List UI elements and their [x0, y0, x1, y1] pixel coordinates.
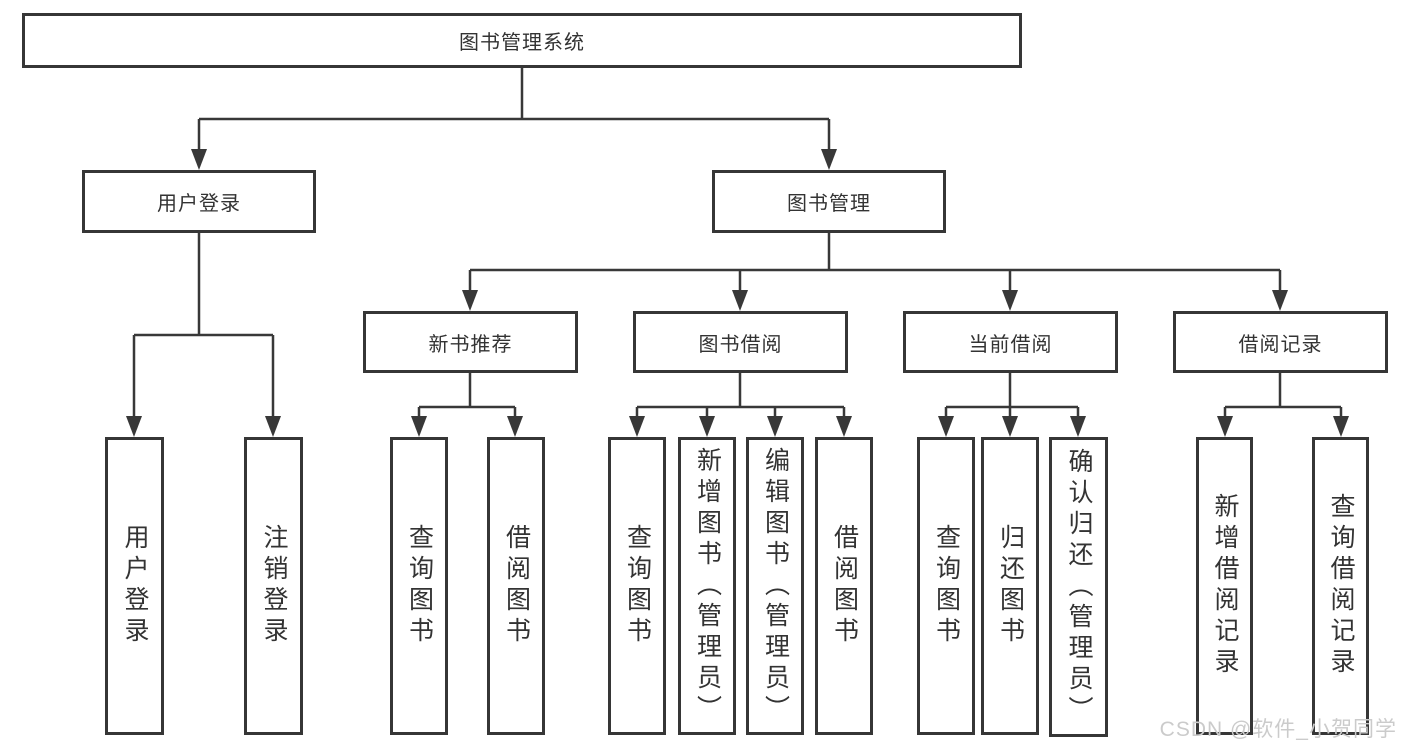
- leaf-edit-books-admin: 编辑图书（管理员）: [746, 437, 804, 735]
- connector-group-records: [1217, 373, 1349, 437]
- arrow-down-icon: [411, 416, 427, 437]
- leaf-query-books-2: 查询图书: [608, 437, 666, 735]
- arrow-down-icon: [836, 416, 852, 437]
- connector-group-current: [938, 373, 1086, 437]
- node-system-root: 图书管理系统: [22, 13, 1022, 68]
- arrow-down-icon: [938, 416, 954, 437]
- arrow-down-icon: [191, 149, 207, 170]
- leaf-add-borrow-record: 新增借阅记录: [1196, 437, 1253, 735]
- leaf-return-books: 归还图书: [981, 437, 1039, 735]
- arrow-down-icon: [629, 416, 645, 437]
- watermark: CSDN @软件_小贺同学: [1159, 718, 1397, 741]
- node-book-management: 图书管理: [712, 170, 946, 233]
- leaf-query-books-1: 查询图书: [390, 437, 448, 735]
- arrow-down-icon: [821, 149, 837, 170]
- arrow-down-icon: [1002, 416, 1018, 437]
- leaf-borrow-books-2: 借阅图书: [815, 437, 873, 735]
- leaf-query-books-3: 查询图书: [917, 437, 975, 735]
- arrow-down-icon: [507, 416, 523, 437]
- arrow-down-icon: [1217, 416, 1233, 437]
- arrow-down-icon: [1070, 416, 1086, 437]
- node-borrowing-records: 借阅记录: [1173, 311, 1388, 373]
- node-book-borrowing: 图书借阅: [633, 311, 848, 373]
- connector-group-login: [126, 233, 281, 437]
- leaf-add-books-admin: 新增图书（管理员）: [678, 437, 736, 735]
- node-new-book-recommend: 新书推荐: [363, 311, 578, 373]
- node-user-login: 用户登录: [82, 170, 316, 233]
- connector-group-new-books: [411, 373, 523, 437]
- connector-group-root: [191, 68, 837, 170]
- leaf-logout: 注销登录: [244, 437, 303, 735]
- connector-group-borrowing: [629, 373, 852, 437]
- node-current-borrowing: 当前借阅: [903, 311, 1118, 373]
- arrow-down-icon: [1333, 416, 1349, 437]
- arrow-down-icon: [767, 416, 783, 437]
- arrow-down-icon: [265, 416, 281, 437]
- leaf-user-login: 用户登录: [105, 437, 164, 735]
- connector-group-management: [462, 233, 1288, 311]
- arrow-down-icon: [699, 416, 715, 437]
- leaf-confirm-return-admin: 确认归还（管理员）: [1049, 437, 1108, 737]
- arrow-down-icon: [462, 290, 478, 311]
- arrow-down-icon: [126, 416, 142, 437]
- arrow-down-icon: [732, 290, 748, 311]
- leaf-query-borrow-record: 查询借阅记录: [1312, 437, 1369, 735]
- arrow-down-icon: [1272, 290, 1288, 311]
- arrow-down-icon: [1002, 290, 1018, 311]
- leaf-borrow-books-1: 借阅图书: [487, 437, 545, 735]
